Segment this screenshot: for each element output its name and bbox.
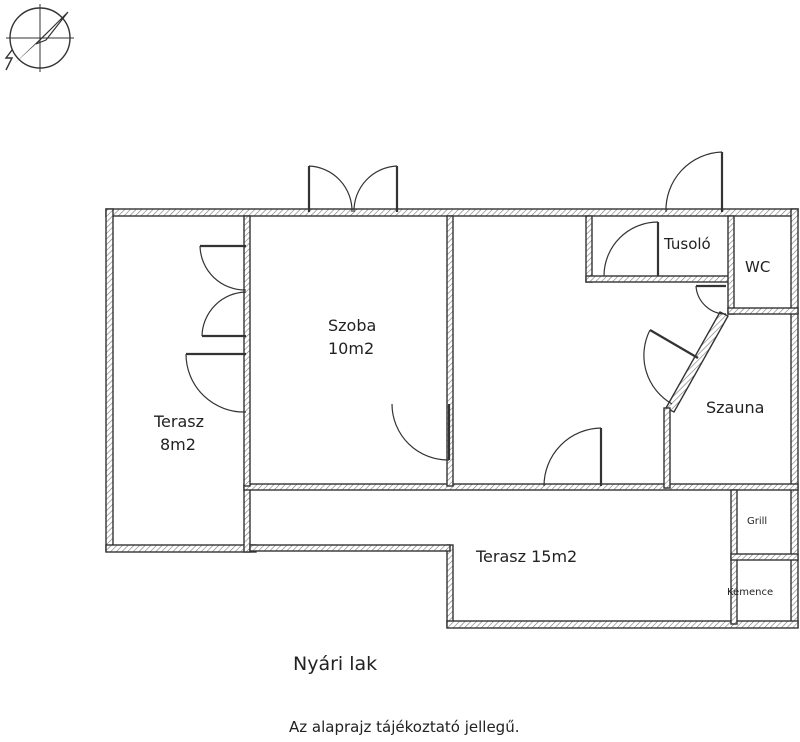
room-label-terasz-large: Terasz 15m2 xyxy=(475,547,577,566)
room-area-terasz-small: 8m2 xyxy=(160,435,196,454)
plan-title: Nyári lak xyxy=(293,653,378,675)
door-wc xyxy=(695,284,727,315)
door-szoba xyxy=(391,403,451,461)
door-middle xyxy=(543,427,603,487)
room-label-szoba: Szoba xyxy=(328,316,376,335)
room-label-grill: Grill xyxy=(747,516,767,527)
door-szauna xyxy=(643,329,699,405)
room-label-terasz-small: Terasz xyxy=(153,412,204,431)
room-label-kemence: Kemence xyxy=(727,587,773,598)
door-szoba-top xyxy=(307,165,399,213)
room-label-wc: WC xyxy=(745,258,770,276)
door-entrance xyxy=(665,151,724,213)
plan-note: Az alaprajz tájékoztató jellegű. xyxy=(289,718,520,736)
walls xyxy=(105,208,799,629)
door-terasz-small xyxy=(185,244,247,413)
room-area-szoba: 10m2 xyxy=(328,339,374,358)
north-arrow-icon xyxy=(4,4,74,72)
doors xyxy=(185,151,727,487)
room-label-tusolo: Tusoló xyxy=(663,235,711,253)
room-label-szauna: Szauna xyxy=(706,398,764,417)
door-tusolo xyxy=(603,221,660,277)
